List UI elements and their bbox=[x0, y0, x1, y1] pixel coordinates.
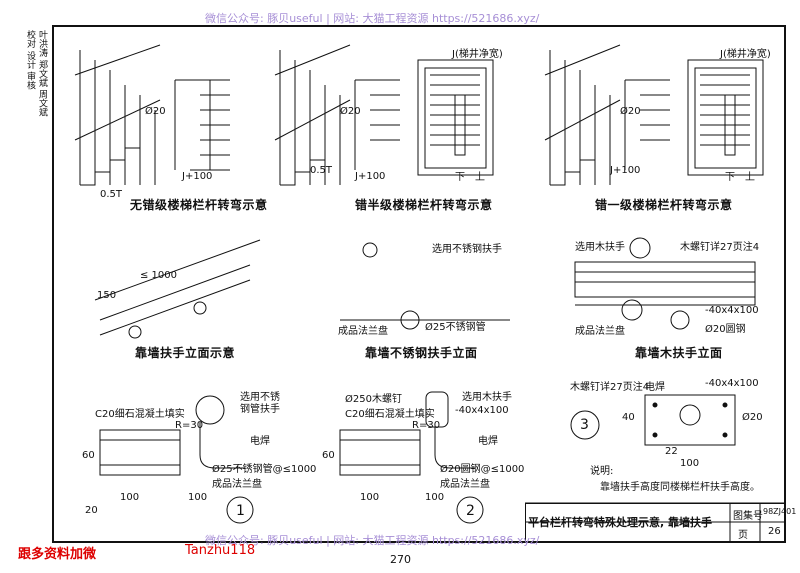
label-plate: -40x4x100 bbox=[705, 305, 759, 316]
stair-detail-3 bbox=[544, 44, 764, 186]
title-block-page-no: 26 bbox=[768, 526, 781, 537]
label-detail-1: 1 bbox=[236, 503, 245, 519]
title-block: 平台栏杆转弯特殊处理示意, 靠墙扶手 图集号 98ZJ401 页 26 bbox=[525, 503, 796, 542]
label-r30-2: R=30 bbox=[412, 420, 441, 431]
caption-steel-elevation: 靠墙不锈钢扶手立面 bbox=[365, 346, 478, 360]
signature-sidebar: 校对 设计 审核 叶洪涛 郑文斌 周文斌 bbox=[22, 30, 50, 180]
detail-1-section bbox=[99, 395, 254, 524]
label-ss-rod: Ø25不锈钢管@≤1000 bbox=[212, 464, 317, 475]
label-d20-det3: Ø20 bbox=[742, 412, 763, 423]
label-dim100-1a: 100 bbox=[120, 492, 140, 503]
label-detail-2: 2 bbox=[466, 503, 475, 519]
handrail-elevation bbox=[94, 239, 261, 339]
label-dim20-1: 20 bbox=[85, 505, 98, 516]
label-detail-3: 3 bbox=[580, 417, 589, 433]
label-steel-pipe: Ø25不锈钢管 bbox=[425, 322, 486, 333]
label-dim100-1b: 100 bbox=[188, 492, 208, 503]
label-concrete-1: C20细石混凝土填实 bbox=[95, 409, 185, 420]
title-block-title: 平台栏杆转弯特殊处理示意, 靠墙扶手 bbox=[528, 516, 713, 529]
detail-3-plate bbox=[570, 394, 736, 446]
label-dim100-2a: 100 bbox=[360, 492, 380, 503]
label-wood-screw: 木螺钉详27页注4 bbox=[680, 242, 760, 253]
label-up-3: 上 bbox=[745, 172, 755, 183]
wood-handrail-elevation bbox=[574, 237, 756, 330]
footer-mid-text: Tanzhu118 bbox=[185, 543, 256, 558]
label-dim150: 150 bbox=[97, 290, 117, 301]
label-weld-1: 电焊 bbox=[250, 436, 270, 447]
label-plate-2: -40x4x100 bbox=[455, 405, 509, 416]
label-dim22: 22 bbox=[665, 446, 678, 457]
label-d20-1: Ø20 bbox=[145, 106, 166, 117]
label-jwell-3: J(梯井净宽) bbox=[720, 49, 771, 60]
label-d20-3: Ø20 bbox=[620, 106, 641, 117]
label-l1000: ≤ 1000 bbox=[140, 270, 178, 281]
watermark-top: 微信公众号: 豚贝useful | 网站: 大猫工程资源 https://521… bbox=[205, 12, 540, 25]
footer-left-text: 跟多资料加微 bbox=[18, 547, 97, 562]
title-block-atlas-label: 图集号 bbox=[733, 511, 763, 522]
caption-wood-elevation: 靠墙木扶手立面 bbox=[635, 346, 723, 360]
label-dim100-2b: 100 bbox=[425, 492, 445, 503]
label-flange-2: 成品法兰盘 bbox=[440, 479, 490, 490]
label-d20-2: Ø20 bbox=[340, 106, 361, 117]
stair-detail-2 bbox=[274, 44, 494, 186]
caption-stair-2: 错半级楼梯栏杆转弯示意 bbox=[355, 198, 493, 212]
sidebar-roles: 校对 设计 审核 bbox=[25, 30, 35, 90]
label-select-ss: 选用不锈 bbox=[240, 392, 280, 403]
label-dim100-3: 100 bbox=[680, 458, 700, 469]
sidebar-names: 叶洪涛 郑文斌 周文斌 bbox=[37, 30, 47, 117]
label-dim60-1: 60 bbox=[82, 450, 95, 461]
label-dim40: 40 bbox=[622, 412, 635, 423]
label-wood-select-2: 选用木扶手 bbox=[462, 392, 512, 403]
note-title: 说明: bbox=[590, 466, 614, 477]
label-j100-2: J+100 bbox=[355, 171, 386, 182]
note-text: 靠墙扶手高度同楼梯栏杆扶手高度。 bbox=[600, 482, 760, 493]
label-steel-select: 选用不锈钢扶手 bbox=[432, 244, 502, 255]
label-weld-2: 电焊 bbox=[478, 436, 498, 447]
label-select-ss2: 钢管扶手 bbox=[240, 404, 280, 415]
label-plate-3: -40x4x100 bbox=[705, 378, 759, 389]
drawing-frame bbox=[52, 25, 786, 543]
label-wood-select: 选用木扶手 bbox=[575, 242, 625, 253]
label-round-rod: Ø20圆钢@≤1000 bbox=[440, 464, 525, 475]
caption-stair-1: 无错级楼梯栏杆转弯示意 bbox=[130, 198, 268, 212]
label-round-steel: Ø20圆钢 bbox=[705, 324, 746, 335]
title-block-atlas-no: 98ZJ401 bbox=[763, 507, 797, 516]
watermark-bottom: 微信公众号: 豚贝useful | 网站: 大猫工程资源 https://521… bbox=[205, 534, 540, 547]
label-dim60-2: 60 bbox=[322, 450, 335, 461]
label-jwell-2: J(梯井净宽) bbox=[452, 49, 503, 60]
stair-detail-1 bbox=[74, 44, 230, 186]
label-j100-1: J+100 bbox=[182, 171, 213, 182]
label-flange-1: 成品法兰盘 bbox=[212, 479, 262, 490]
label-weld-3: 电焊 bbox=[645, 382, 665, 393]
label-concrete-2: C20细石混凝土填实 bbox=[345, 409, 435, 420]
detail-2-section bbox=[339, 391, 484, 524]
label-r30-1: R=30 bbox=[175, 420, 204, 431]
label-wood-nail: Ø250木螺钉 bbox=[345, 394, 402, 405]
caption-rail-elevation: 靠墙扶手立面示意 bbox=[135, 346, 236, 360]
steel-handrail-elevation bbox=[340, 242, 510, 330]
label-wood-screw-3: 木螺钉详27页注4 bbox=[570, 382, 650, 393]
label-wood-flange: 成品法兰盘 bbox=[575, 326, 625, 337]
label-down-3: 下 bbox=[725, 172, 735, 183]
page-number: 270 bbox=[390, 553, 411, 566]
label-halft-1: 0.5T bbox=[100, 189, 123, 200]
caption-stair-3: 错一级楼梯栏杆转弯示意 bbox=[595, 198, 733, 212]
label-down-2: 下 bbox=[455, 172, 465, 183]
label-halft-2: 0.5T bbox=[310, 165, 333, 176]
label-j100-3: J+100 bbox=[610, 165, 641, 176]
title-block-page-label: 页 bbox=[738, 530, 748, 541]
label-steel-bracket: 成品法兰盘 bbox=[338, 326, 388, 337]
label-up-2: 上 bbox=[475, 172, 485, 183]
